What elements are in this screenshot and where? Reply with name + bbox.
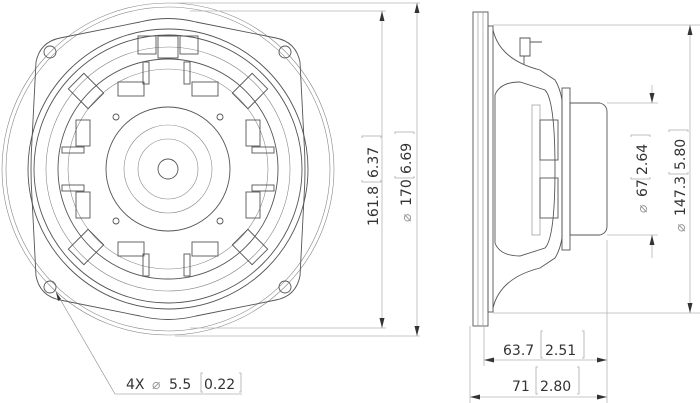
gasket-inner-circle: [5, 6, 331, 332]
top-plate: [561, 87, 571, 251]
magnet-inch: 2.64: [635, 144, 651, 175]
frame-outline: [30, 18, 306, 320]
diameter-symbol: ⌀: [399, 213, 415, 222]
magnet-diameter-symbol: ⌀: [635, 204, 651, 213]
height-mm: 161.8: [366, 186, 382, 226]
hole-count: 4X: [126, 377, 145, 393]
hole-diameter-symbol: ⌀: [152, 377, 161, 393]
basket-profile: [492, 29, 563, 309]
mounting-flange: [472, 11, 489, 327]
mounting-hole: [278, 280, 292, 294]
cutout-inch: 5.80: [673, 139, 689, 170]
outer-gasket-circle: [1, 2, 335, 336]
diameter-inch: 6.69: [399, 143, 415, 174]
magnet-mm: 67: [635, 179, 651, 197]
hole-inch: 0.22: [204, 377, 235, 393]
magnet-plate: [105, 106, 231, 232]
front-view: 161.8 6.37 ⌀ 170 6.69 4X ⌀ 5.5 0.22: [1, 2, 420, 395]
total-depth-inch: 2.80: [540, 379, 571, 395]
vent-hole: [157, 158, 179, 180]
cutout-mm: 147.3: [673, 176, 689, 216]
total-depth-mm: 71: [512, 379, 530, 395]
mounting-hole: [278, 45, 292, 59]
mounting-hole: [43, 280, 57, 294]
depth-mm: 63.7: [503, 343, 534, 359]
side-view: ⌀ 67 2.64 ⌀ 147.3 5.80 63.7 2.51 71 2.80: [469, 11, 700, 403]
cutout-diameter-symbol: ⌀: [673, 223, 689, 232]
basket-rim: [27, 28, 309, 310]
magnet: [569, 102, 608, 236]
diameter-mm: 170: [399, 179, 415, 206]
mounting-hole: [43, 45, 57, 59]
hole-leader-line: [55, 291, 242, 395]
basket-spokes: [61, 35, 275, 277]
hole-mm: 5.5: [169, 377, 191, 393]
depth-inch: 2.51: [545, 343, 576, 359]
height-inch: 6.37: [366, 147, 382, 178]
terminal: [519, 37, 542, 64]
